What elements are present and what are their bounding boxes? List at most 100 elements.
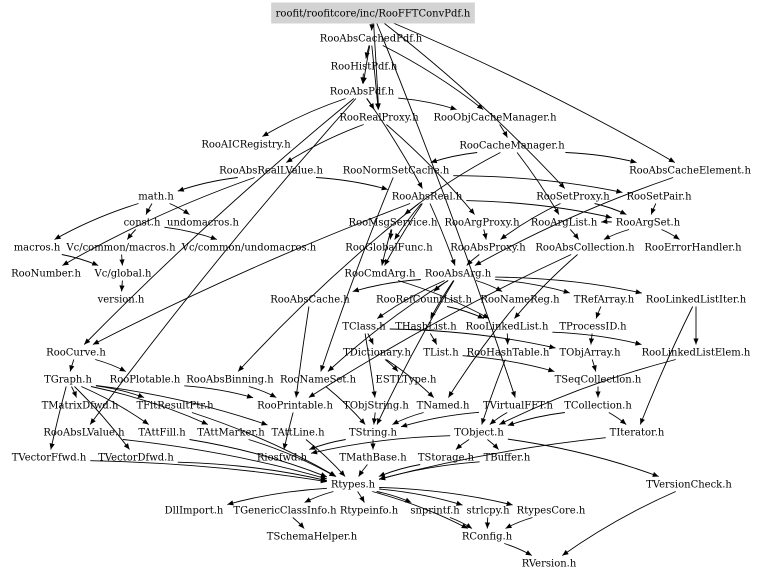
node-tseq-collection: TSeqCollection.h — [555, 375, 642, 386]
edge-arrowhead — [183, 208, 190, 215]
node-tatt-fill: TAttFill.h — [138, 428, 186, 439]
node-label: TString.h — [349, 428, 398, 439]
node-label: version.h — [97, 295, 145, 306]
edge-arrowhead — [595, 391, 601, 398]
edge-roo-abs-pdf-to-roo-obj-cache-manager — [398, 97, 457, 110]
edge-arrowhead — [482, 313, 489, 319]
edge-roo-abs-real-lvalue-to-roo-number — [62, 177, 255, 266]
edge-roo-abs-real-lvalue-to-roo-abs-real — [315, 177, 388, 190]
edge-arrowhead — [466, 259, 473, 266]
edge-arrowhead — [510, 391, 516, 398]
edge-roo-real-proxy-to-roo-abs-real-lvalue — [286, 124, 364, 163]
node-label: strlcpy.h — [466, 506, 510, 517]
edge-roo-abs-real-to-roo-abs-binning — [237, 203, 420, 372]
node-label: RooObjCacheManager.h — [433, 113, 557, 124]
node-roo-arg-list: RooArgList.h — [531, 218, 598, 229]
node-label: snprintf.h — [410, 506, 460, 517]
node-label: RooAbsPdf.h — [330, 87, 395, 98]
edge-arrowhead — [392, 419, 399, 425]
edge-arrowhead — [54, 234, 61, 240]
edge-arrowhead — [482, 233, 488, 240]
node-label: RooAbsReal.h — [392, 192, 463, 203]
edge-arrowhead — [455, 443, 463, 450]
node-label: TDictionary.h — [343, 348, 411, 359]
edge-arrowhead — [401, 422, 408, 428]
node-roo-msg-service: RooMsgService.h — [349, 218, 438, 229]
edge-roo-abs-collection-to-roo-printable — [308, 254, 572, 398]
edge-arrowhead — [563, 288, 570, 294]
edge-roo-set-proxy-to-roo-abs-proxy — [500, 203, 561, 240]
edge-roo-abs-real-lvalue-to-math — [177, 177, 238, 192]
edge-roo-abs-pdf-to-roo-aicregistry — [262, 98, 346, 137]
node-label: TStorage.h — [418, 453, 475, 464]
node-label: TGraph.h — [44, 375, 92, 386]
edge-arrowhead — [693, 338, 699, 345]
edge-arrowhead — [320, 472, 327, 478]
node-root: roofit/roofitcore/inc/RooFFTConvPdf.h — [271, 2, 475, 24]
node-label: Rtypeinfo.h — [340, 506, 399, 517]
node-macros: macros.h — [14, 243, 61, 254]
edge-arrowhead — [495, 286, 503, 292]
edge-arrowhead — [603, 234, 611, 240]
edge-tgraph-to-tatt-marker — [91, 386, 209, 425]
edge-arrowhead — [298, 522, 305, 529]
edge-arrowhead — [379, 475, 386, 481]
node-tmatrix-dfwd: TMatrixDfwd.h — [42, 401, 119, 412]
node-roo-abs-arg: RooAbsArg.h — [425, 269, 492, 280]
node-rtypes: Rtypes.h — [331, 480, 376, 491]
node-tvector-ffwd: TVectorFfwd.h — [12, 453, 87, 464]
node-label: RooPrintable.h — [257, 401, 333, 412]
node-roo-abs-collection: RooAbsCollection.h — [535, 243, 635, 254]
edge-roo-abs-arg-to-roo-abs-cache — [352, 279, 421, 292]
header-nodes: roofit/roofitcore/inc/RooFFTConvPdf.hRoo… — [11, 2, 751, 570]
node-roo-cache-manager: RooCacheManager.h — [459, 141, 565, 152]
node-titerator: TIterator.h — [610, 428, 665, 439]
node-label: RooArgList.h — [531, 218, 598, 229]
edge-arrowhead — [378, 471, 386, 477]
edge-arrowhead — [286, 157, 293, 163]
edge-tatt-fill-to-rtypes — [189, 439, 328, 478]
edge-arrowhead — [69, 365, 75, 372]
node-label: Rtypes.h — [331, 480, 376, 491]
node-label: TVersionCheck.h — [646, 480, 732, 491]
node-label: TSeqCollection.h — [555, 375, 642, 386]
node-roo-hist-pdf: RooHistPdf.h — [331, 62, 398, 73]
node-label: THashList.h — [395, 322, 457, 333]
edge-roo-abs-arg-to-tref-array — [495, 279, 570, 294]
edge-arrowhead — [456, 500, 463, 506]
node-label: TMathBase.h — [339, 453, 407, 464]
edge-root-to-tvirtual-fft — [376, 22, 516, 398]
node-roo-set-proxy: RooSetProxy.h — [536, 192, 610, 203]
edge-tobject-to-riosfwd — [310, 435, 451, 454]
node-dll-import: DllImport.h — [165, 506, 224, 517]
edge-arrowhead — [601, 218, 608, 224]
node-label: roofit/roofitcore/inc/RooFFTConvPdf.h — [276, 9, 471, 20]
edge-arrowhead — [605, 213, 612, 219]
edge-tbuffer-to-rtypes — [378, 461, 480, 480]
node-roo-real-proxy: RooRealProxy.h — [339, 113, 419, 124]
node-roo-abs-cache: RooAbsCache.h — [270, 295, 350, 306]
node-snprintf: snprintf.h — [410, 506, 460, 517]
node-roo-number: RooNumber.h — [11, 269, 81, 280]
node-label: RooHashTable.h — [467, 348, 550, 359]
edge-arrowhead — [246, 393, 254, 399]
edge-roo-abs-cached-pdf-to-roo-real-proxy — [371, 45, 379, 110]
edge-roo-plotable-to-roo-printable — [184, 385, 254, 399]
node-label: RooLinkedList.h — [466, 322, 549, 333]
edge-arrowhead — [339, 470, 346, 477]
node-label: RConfig.h — [462, 532, 513, 543]
edge-arrowhead — [640, 418, 645, 425]
edge-arrowhead — [375, 103, 381, 110]
edge-roo-norm-set-cache-to-roo-set-pair — [453, 175, 623, 193]
edge-arrowhead — [327, 365, 335, 372]
edge-arrowhead — [146, 208, 151, 215]
node-label: RooMsgService.h — [349, 218, 438, 229]
edge-roo-abs-lvalue-to-rtypes — [122, 439, 328, 480]
edge-arrowhead — [514, 312, 521, 319]
edge-arrowhead — [630, 158, 637, 164]
node-roo-plotable: RooPlotable.h — [110, 375, 181, 386]
node-label: RooAbsCacheElement.h — [629, 166, 751, 177]
edge-roo-abs-pdf-to-roo-abs-lvalue — [89, 98, 357, 425]
node-roo-hash-table: RooHashTable.h — [467, 348, 550, 359]
node-label: RooLinkedListElem.h — [642, 348, 751, 359]
